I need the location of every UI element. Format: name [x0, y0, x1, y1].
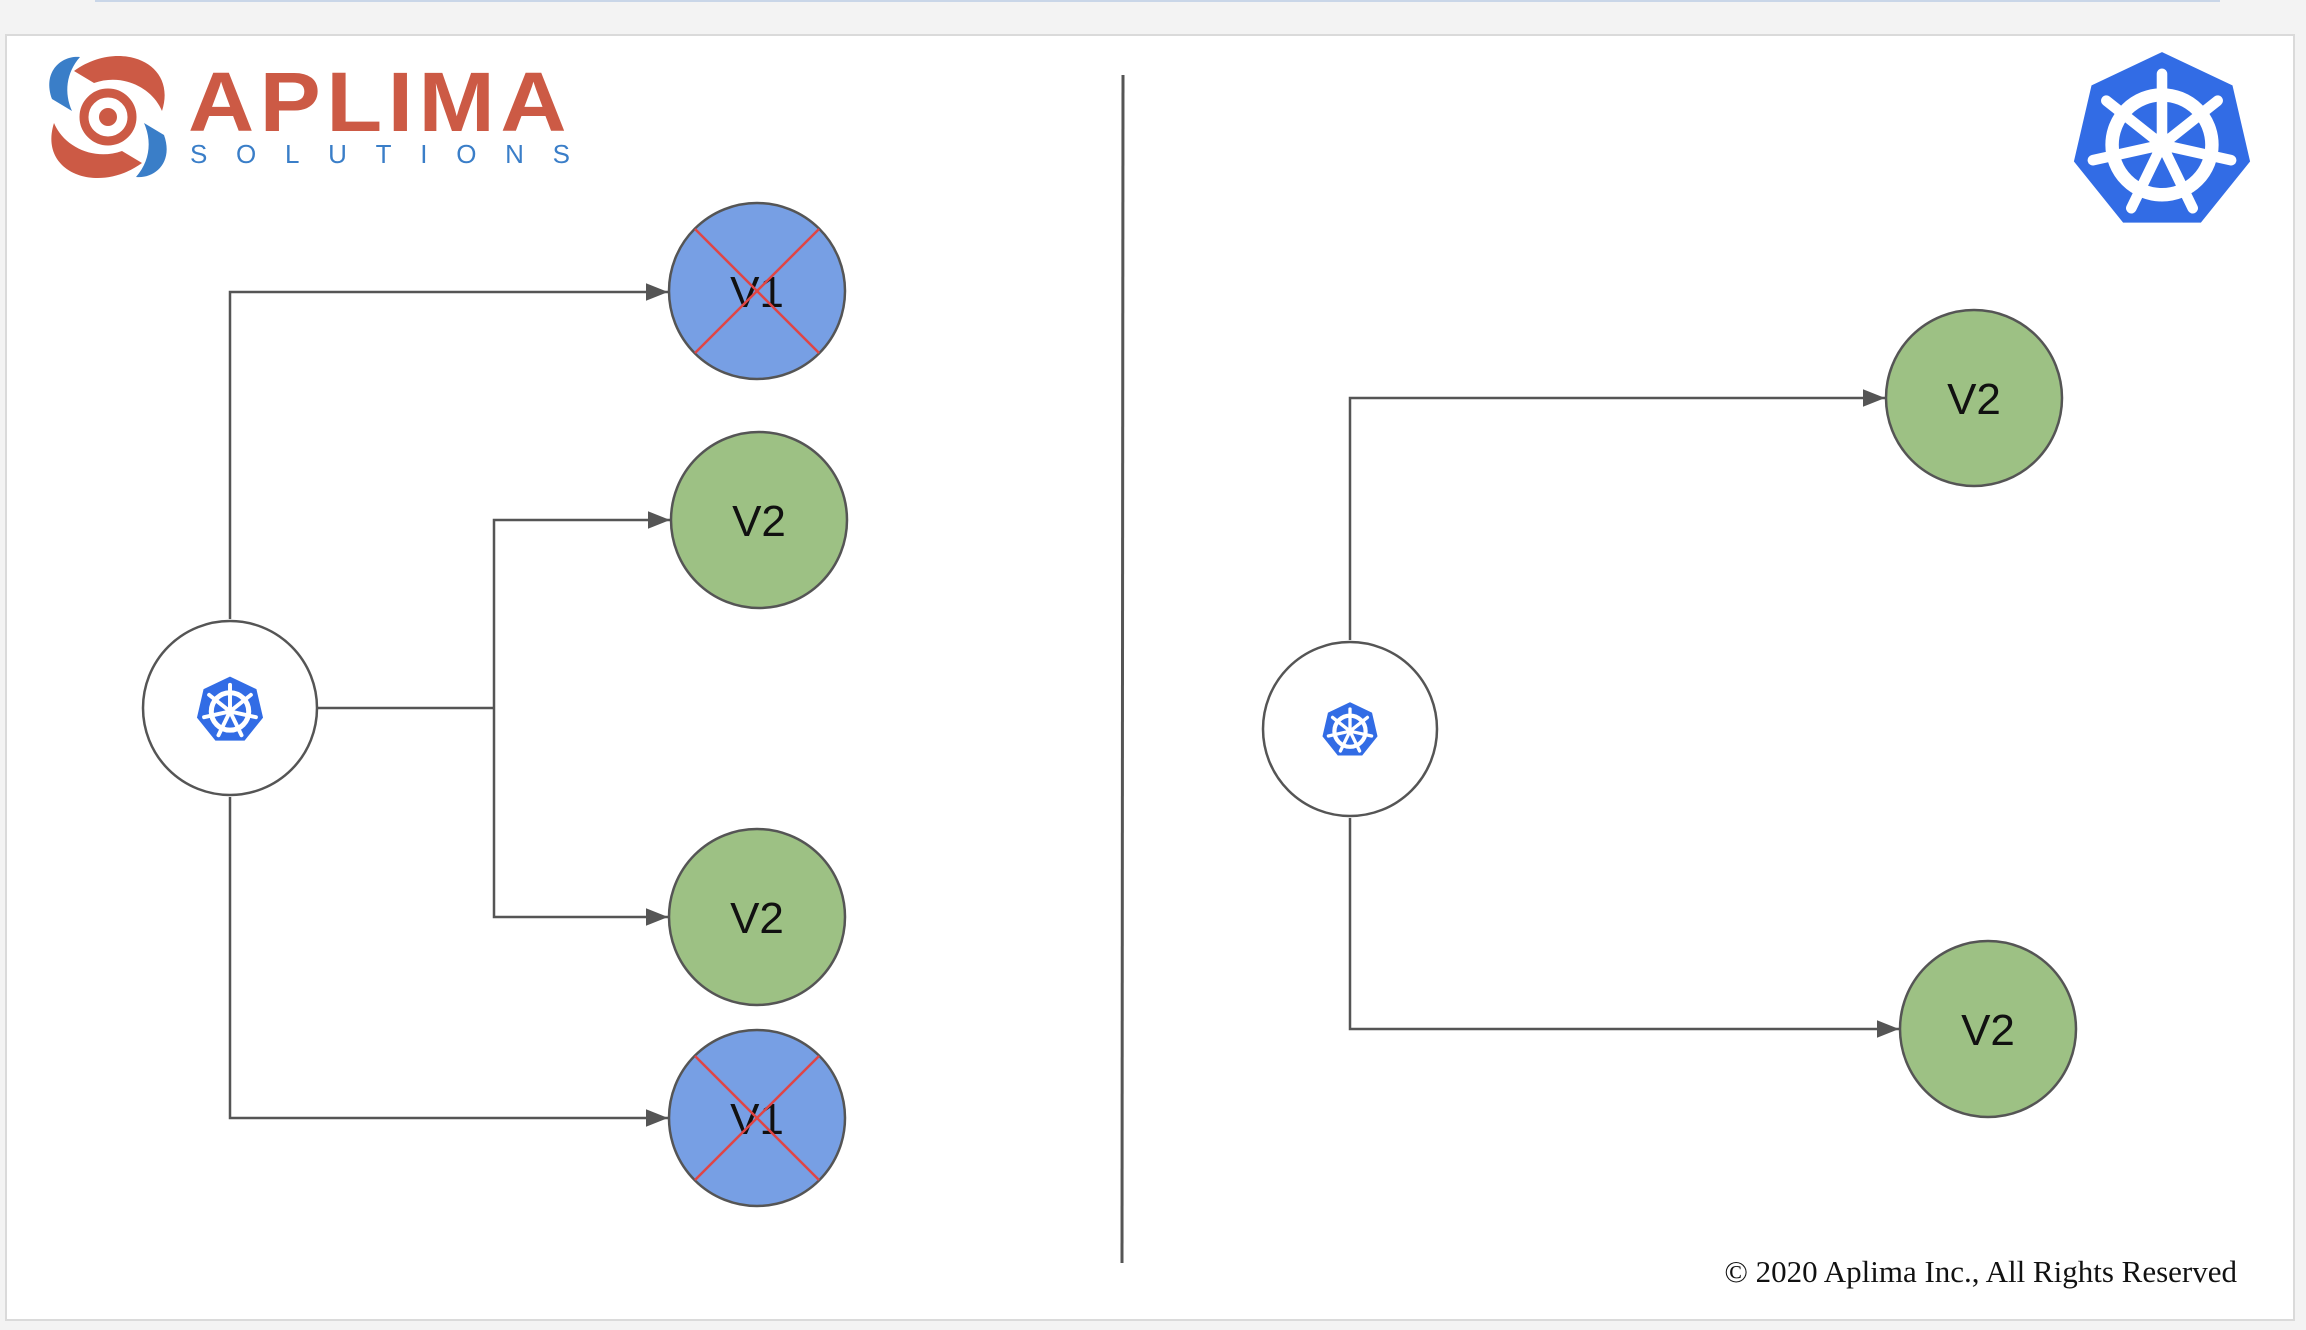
left-diagram: V1 V2 V2 V1	[141, 201, 849, 1208]
right-source-node	[1261, 640, 1439, 818]
connector-to-right-pod-1	[1348, 389, 1885, 640]
connector-to-left-pod-1	[228, 283, 668, 619]
right-diagram: V2 V2	[1261, 308, 2078, 1119]
brand-tagline: SOLUTIONS	[190, 139, 570, 169]
pod-version-label: V2	[732, 497, 786, 546]
section-divider	[1120, 74, 1125, 1264]
terminated-cross-icon	[694, 228, 820, 354]
left-pod-1: V1	[667, 201, 847, 381]
left-connectors	[228, 283, 670, 1127]
aplima-logo: APLIMA SOLUTIONS	[49, 55, 572, 178]
right-pod-1: V2	[1884, 308, 2064, 488]
connector-to-left-pod-3	[492, 708, 668, 926]
left-pod-4: V1	[667, 1028, 847, 1208]
connector-to-left-pod-4	[228, 797, 668, 1127]
connector-to-left-pod-2	[492, 511, 670, 708]
left-pod-2: V2	[669, 430, 849, 610]
pod-version-label: V2	[730, 894, 784, 943]
right-pod-2: V2	[1898, 939, 2078, 1119]
aplima-swirl-logo-icon	[49, 56, 167, 178]
left-source-node	[141, 619, 319, 797]
copyright-footer: © 2020 Aplima Inc., All Rights Reserved	[1724, 1254, 2237, 1289]
connector-to-right-pod-2	[1348, 818, 1899, 1038]
pod-version-label: V2	[1947, 375, 2001, 424]
pod-version-label: V2	[1961, 1006, 2015, 1055]
brand-name: APLIMA	[188, 55, 572, 149]
slide-card	[5, 34, 2295, 1321]
left-pod-3: V2	[667, 827, 847, 1007]
right-connectors	[1348, 389, 1899, 1038]
terminated-cross-icon	[694, 1055, 820, 1181]
